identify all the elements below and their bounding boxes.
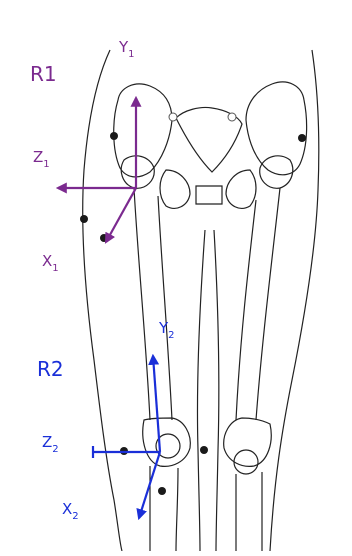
left-femur-medial: [158, 196, 172, 420]
markers: [80, 132, 306, 495]
right-femur-lateral: [256, 188, 280, 420]
r1-x-axis-arrow: [106, 188, 136, 242]
marker-left-trochanter: [80, 215, 88, 223]
marker-left-psis: [169, 113, 177, 121]
r2-x-label: X2: [62, 500, 79, 522]
right-patella: [234, 450, 258, 474]
right-femur-medial: [236, 200, 256, 420]
marker-left-asis: [110, 132, 118, 140]
left-tibia-medial: [176, 468, 178, 551]
left-knee-condyles: [143, 418, 191, 466]
r2-y-axis-arrow: [153, 356, 160, 452]
r2-y-label: Y2: [158, 319, 175, 341]
psis-markers: [169, 113, 236, 121]
inner-leg-outline-2: [214, 230, 219, 551]
marker-right-asis: [298, 134, 306, 142]
pubic-symphysis: [196, 186, 222, 204]
knees: [143, 418, 271, 474]
frame-r2-title: R2: [37, 357, 64, 381]
frame-r1-axes: [58, 98, 136, 242]
right-leg-outline: [270, 50, 319, 551]
inner-leg-outline: [197, 230, 205, 551]
r2-x-subscript: 2: [72, 511, 78, 522]
r2-z-label: Z2: [42, 433, 59, 455]
right-femoral-head: [260, 156, 293, 188]
r1-y-subscript: 1: [128, 49, 134, 60]
r1-x-label: X1: [42, 252, 59, 274]
frame-r1-labels: R1 Y1 Z1 X1: [30, 38, 135, 274]
r1-x-subscript: 1: [52, 263, 58, 274]
r2-z-subscript: 2: [52, 444, 58, 455]
right-iliac-crest: [246, 82, 307, 175]
frame-r2-labels: R2 Y2 Z2 X2: [37, 319, 175, 522]
r1-z-label: Z1: [33, 148, 50, 170]
r1-z-subscript: 1: [43, 159, 49, 170]
marker-left-tibia: [158, 487, 166, 495]
frame-r1-title: R1: [30, 62, 57, 86]
left-obturator: [160, 170, 190, 208]
tibias: [150, 466, 262, 551]
left-femur-lateral: [134, 188, 150, 420]
right-knee-condyles: [224, 418, 272, 466]
pelvis: [114, 82, 307, 208]
marker-left-knee-medial: [200, 446, 208, 454]
r2-y-subscript: 2: [168, 330, 174, 341]
marker-right-psis: [228, 113, 236, 121]
right-obturator: [226, 170, 256, 208]
body-outline: [83, 50, 319, 551]
r1-y-label: Y1: [118, 38, 135, 60]
left-leg-outline: [83, 50, 122, 551]
